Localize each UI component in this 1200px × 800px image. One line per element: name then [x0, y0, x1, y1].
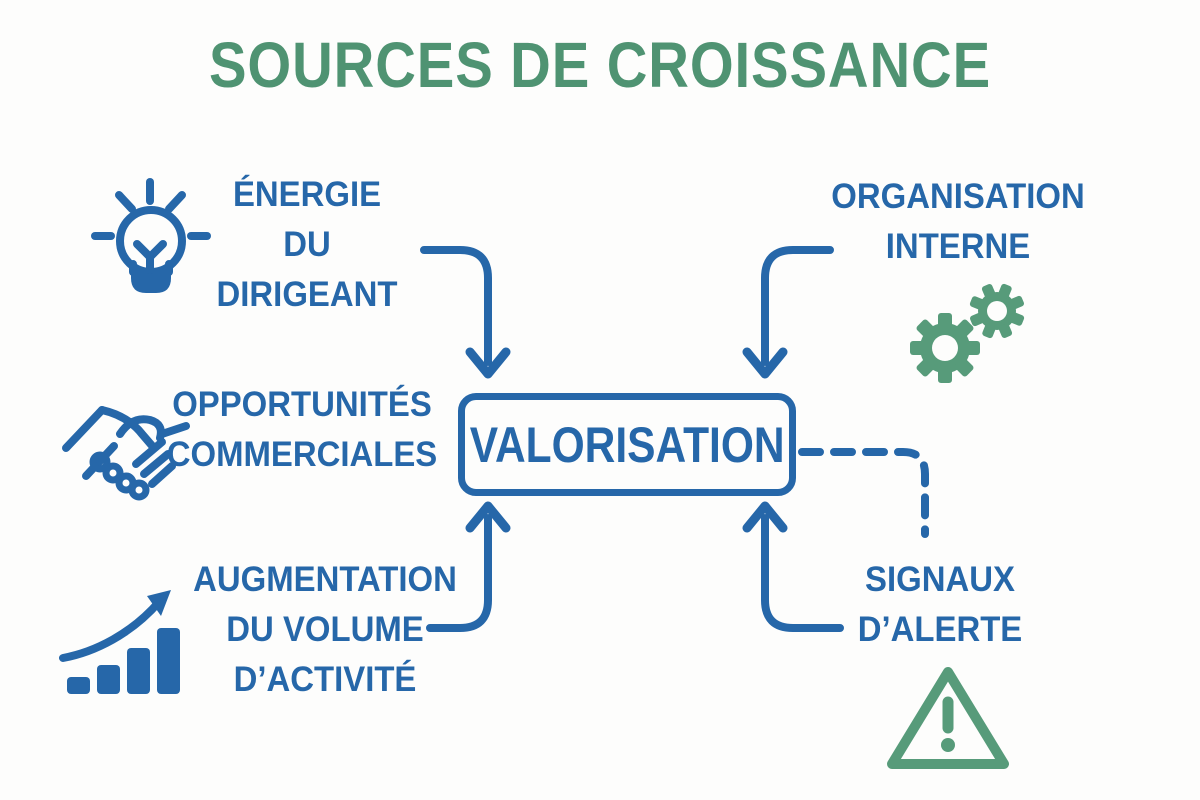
node-energie-label: ÉNERGIE DU DIRIGEANT [216, 175, 398, 314]
valorisation-label: VALORISATION [469, 416, 785, 473]
page-title: SOURCES DE CROISSANCE [208, 29, 992, 101]
valorisation-box: VALORISATION [458, 393, 796, 496]
arrow-signaux-to-valorisation [742, 501, 844, 632]
arrow-augmentation-to-valorisation [426, 501, 511, 632]
node-organisation-label: ORGANISATION INTERNE [831, 177, 1085, 266]
node-signaux-label: SIGNAUX D’ALERTE [857, 560, 1023, 649]
node-augmentation-label: AUGMENTATION DU VOLUME D’ACTIVITÉ [193, 560, 457, 699]
handshake-icon [62, 406, 190, 501]
dashed-line-valorisation-to-signaux [798, 448, 929, 538]
gears-icon [910, 283, 1025, 383]
arrow-energie-to-valorisation [420, 246, 511, 379]
growth-bars-icon [59, 590, 180, 694]
warning-triangle-icon [887, 667, 1009, 769]
arrow-organisation-to-valorisation [742, 246, 834, 379]
lightbulb-icon [91, 178, 211, 293]
node-opportunites-label: OPPORTUNITÉS COMMERCIALES [166, 385, 438, 474]
